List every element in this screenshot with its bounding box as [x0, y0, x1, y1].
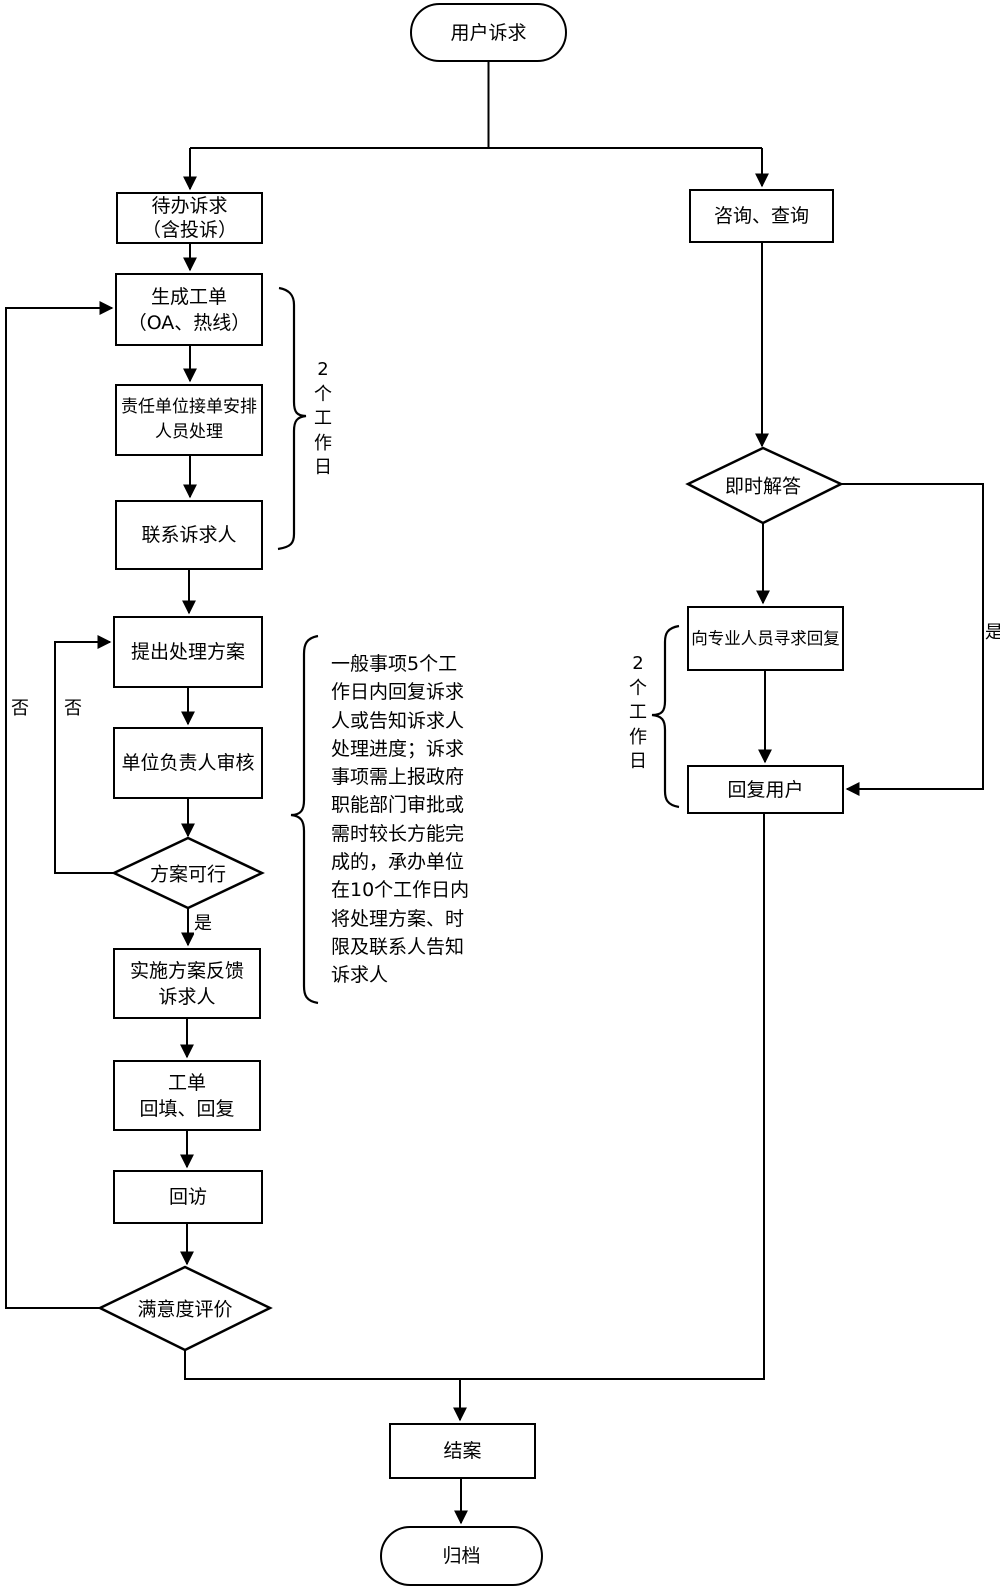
node-leader-review: 单位负责人审核	[113, 727, 263, 799]
node-workorder-reply: 工单回填、回复	[113, 1060, 261, 1131]
node-consult-query: 咨询、查询	[689, 189, 834, 243]
decision-instant-answer-label: 即时解答	[724, 475, 802, 498]
brace-right-2days	[651, 624, 680, 809]
node-leader-review-label: 单位负责人审核	[121, 752, 255, 774]
node-contact-requester-label: 联系诉求人	[141, 524, 237, 546]
node-generate-workorder-label: 生成工单（OA、热线）	[127, 285, 251, 334]
brace-annotation	[290, 634, 319, 1005]
node-close-case-label: 结案	[443, 1440, 482, 1462]
node-contact-requester: 联系诉求人	[115, 500, 263, 570]
label-left-2-workdays: 2个工作日	[314, 359, 332, 478]
node-generate-workorder: 生成工单（OA、热线）	[115, 273, 263, 346]
edge-satisfaction-no-loop	[5, 301, 114, 1309]
node-consult-query-label: 咨询、查询	[713, 205, 809, 227]
decision-plan-feasible-shape	[111, 836, 265, 910]
edge-start-split	[190, 62, 762, 149]
node-archive: 归档	[380, 1526, 543, 1586]
node-user-request: 用户诉求	[410, 3, 567, 62]
node-seek-expert-reply-label: 向专业人员寻求回复	[691, 628, 840, 648]
node-propose-solution: 提出处理方案	[113, 616, 263, 688]
node-pending-request-label: 待办诉求（含投诉）	[141, 195, 237, 241]
node-close-case: 结案	[389, 1423, 536, 1479]
decision-plan-feasible-label: 方案可行	[149, 863, 227, 886]
node-implement-feedback: 实施方案反馈诉求人	[113, 948, 261, 1019]
decision-satisfaction-label: 满意度评价	[137, 1298, 233, 1321]
node-follow-up-visit-label: 回访	[168, 1186, 207, 1208]
node-implement-feedback-label: 实施方案反馈诉求人	[129, 959, 244, 1008]
decision-satisfaction-shape	[97, 1265, 273, 1352]
node-user-request-label: 用户诉求	[450, 21, 527, 44]
node-reply-user-label: 回复用户	[727, 778, 804, 801]
node-seek-expert-reply: 向专业人员寻求回复	[687, 606, 844, 671]
node-archive-label: 归档	[442, 1545, 481, 1567]
node-assign-staff-label: 责任单位接单安排人员处理	[121, 397, 257, 442]
edge-instant-yes	[841, 483, 984, 796]
label-right-2-workdays: 2个工作日	[629, 653, 647, 772]
node-propose-solution-label: 提出处理方案	[130, 641, 245, 663]
brace-left-2days	[277, 286, 307, 551]
label-yes-instant: 是	[985, 623, 1000, 643]
node-reply-user: 回复用户	[687, 765, 844, 814]
annotation-note: 一般事项5个工作日内回复诉求人或告知诉求人处理进度；诉求事项需上报政府职能部门审…	[331, 653, 470, 987]
decision-instant-answer-shape	[685, 446, 844, 525]
label-no-inner: 否	[64, 698, 82, 719]
node-pending-request: 待办诉求（含投诉）	[116, 192, 263, 244]
node-follow-up-visit: 回访	[113, 1170, 263, 1224]
node-assign-staff: 责任单位接单安排人员处理	[115, 384, 263, 456]
node-workorder-reply-label: 工单回填、回复	[139, 1071, 235, 1120]
edge-satisfaction-junction	[184, 814, 765, 1380]
edge-feasible-no-loop	[54, 635, 114, 874]
label-no-outer: 否	[11, 698, 29, 719]
label-yes-feasible: 是	[194, 913, 212, 934]
